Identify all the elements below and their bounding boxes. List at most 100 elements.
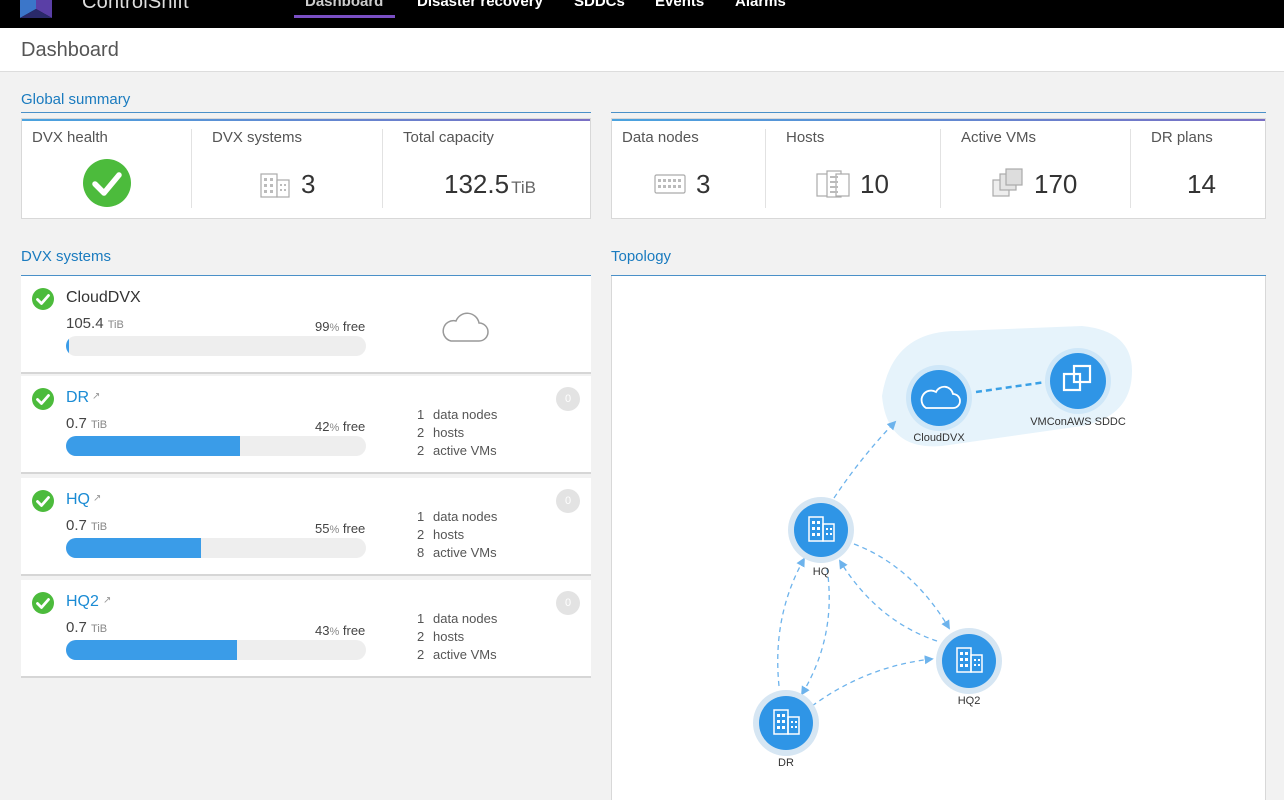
dvx-systems-count: 3 xyxy=(301,169,316,199)
stat-hosts: 2 hosts xyxy=(417,526,497,544)
stat-count: 2 xyxy=(417,425,425,440)
global-summary-title: Global summary xyxy=(21,91,131,108)
cloud-icon xyxy=(442,312,489,342)
dvx-card-clouddvx[interactable]: CloudDVX 105.4 TiB 99% free xyxy=(21,276,591,374)
alarm-count-badge[interactable]: 0 xyxy=(556,489,580,513)
capacity-unit: TiB xyxy=(91,623,108,635)
controlshift-logo-icon[interactable] xyxy=(20,0,52,18)
dvx-capacity: 0.7 TiB xyxy=(66,517,107,534)
stat-label: hosts xyxy=(433,527,465,542)
stat-label: data nodes xyxy=(433,407,498,422)
data-nodes-label: Data nodes xyxy=(622,129,699,146)
free-number: 43 xyxy=(315,623,330,638)
hosts-label: Hosts xyxy=(786,129,825,146)
nav-disaster-recovery[interactable]: Disaster recovery xyxy=(417,0,543,10)
page-title: Dashboard xyxy=(21,39,119,61)
topology-graph xyxy=(753,326,1132,756)
nav-sddcs[interactable]: SDDCs xyxy=(574,0,625,10)
status-ok-icon xyxy=(32,388,54,410)
nav-dashboard[interactable]: Dashboard xyxy=(305,0,384,10)
health-ok-check-icon xyxy=(83,159,131,207)
capacity-number: 105.4 xyxy=(66,315,104,332)
dr-plans-label: DR plans xyxy=(1151,129,1213,146)
edge-hq-hq2 xyxy=(853,543,950,630)
external-link-icon[interactable]: ↗ xyxy=(93,493,102,504)
node-hq xyxy=(788,497,854,563)
topology-title: Topology xyxy=(611,248,672,265)
stat-label: active VMs xyxy=(433,647,497,662)
stat-label: hosts xyxy=(433,425,465,440)
top-nav-bar: ControlShift Dashboard Disaster recovery… xyxy=(0,0,1284,28)
dvx-capacity: 105.4 TiB xyxy=(66,315,124,332)
cell-divider xyxy=(382,129,383,208)
node-label-dr[interactable]: DR xyxy=(778,757,794,769)
summary-dr-plans[interactable]: DR plans 14 xyxy=(1141,119,1266,218)
external-link-icon[interactable]: ↗ xyxy=(92,391,101,402)
dvx-free: 42% free xyxy=(315,419,365,434)
stat-count: 8 xyxy=(417,545,425,560)
stat-count: 2 xyxy=(417,443,425,458)
stat-count: 2 xyxy=(417,647,425,662)
external-link-icon[interactable]: ↗ xyxy=(103,595,112,606)
node-label-hq2[interactable]: HQ2 xyxy=(957,695,981,707)
node-label-clouddvx[interactable]: CloudDVX xyxy=(913,432,965,444)
host-server-icon xyxy=(816,170,850,198)
dvx-free: 43% free xyxy=(315,623,365,638)
stat-label: data nodes xyxy=(433,611,498,626)
dvx-free: 99% free xyxy=(315,319,365,334)
free-unit: % xyxy=(329,626,340,638)
summary-active-vms[interactable]: Active VMs 170 xyxy=(951,119,1130,218)
free-unit: % xyxy=(329,422,340,434)
active-vms-label: Active VMs xyxy=(961,129,1037,146)
active-vms-count: 170 xyxy=(1034,169,1078,199)
stat-hosts: 2 hosts xyxy=(417,424,497,442)
card-accent-line xyxy=(22,119,590,121)
alarm-count-badge[interactable]: 0 xyxy=(556,591,580,615)
free-unit: % xyxy=(329,524,340,536)
vm-stack-icon xyxy=(992,168,1023,197)
summary-hosts[interactable]: Hosts 10 xyxy=(776,119,940,218)
summary-dvx-systems[interactable]: DVX systems 3 xyxy=(202,119,382,218)
summary-card-dvx: DVX health DVX systems 3 Total capacity … xyxy=(21,118,591,219)
alarm-count-badge[interactable]: 0 xyxy=(556,387,580,411)
total-capacity-unit: TiB xyxy=(511,178,536,197)
dvx-link-dr[interactable]: DR xyxy=(66,389,90,406)
cell-divider xyxy=(1130,129,1131,208)
status-ok-icon xyxy=(32,288,54,310)
nav-alarms[interactable]: Alarms xyxy=(735,0,786,10)
node-label-vmc[interactable]: VMConAWS SDDC xyxy=(1030,416,1126,428)
summary-dvx-health: DVX health xyxy=(22,119,192,218)
card-accent-line xyxy=(612,119,1265,121)
node-hq2 xyxy=(936,628,1002,694)
free-unit: % xyxy=(329,322,340,334)
summary-data-nodes[interactable]: Data nodes 3 xyxy=(612,119,766,218)
capacity-number: 0.7 xyxy=(66,619,87,636)
capacity-bar xyxy=(66,538,366,558)
free-number: 42 xyxy=(315,419,330,434)
free-number: 55 xyxy=(315,521,330,536)
edge-dr-hq xyxy=(777,557,805,687)
global-summary-rule-right xyxy=(611,112,1266,113)
summary-card-infra: Data nodes 3 Hosts 10 Active VMs 170 DR … xyxy=(611,118,1266,219)
capacity-bar xyxy=(66,336,366,356)
stat-count: 2 xyxy=(417,527,425,542)
node-label-hq[interactable]: HQ xyxy=(812,566,830,578)
topology-panel: CloudDVX VMConAWS SDDC HQ HQ2 DR xyxy=(611,276,1266,800)
stat-label: hosts xyxy=(433,629,465,644)
free-label: free xyxy=(342,419,366,434)
nav-events[interactable]: Events xyxy=(655,0,705,10)
dvx-systems-label: DVX systems xyxy=(212,129,303,146)
dvx-link-hq[interactable]: HQ xyxy=(66,491,90,508)
dvx-link-hq2[interactable]: HQ2 xyxy=(66,593,99,610)
free-number: 99 xyxy=(315,319,330,334)
status-ok-icon xyxy=(32,490,54,512)
